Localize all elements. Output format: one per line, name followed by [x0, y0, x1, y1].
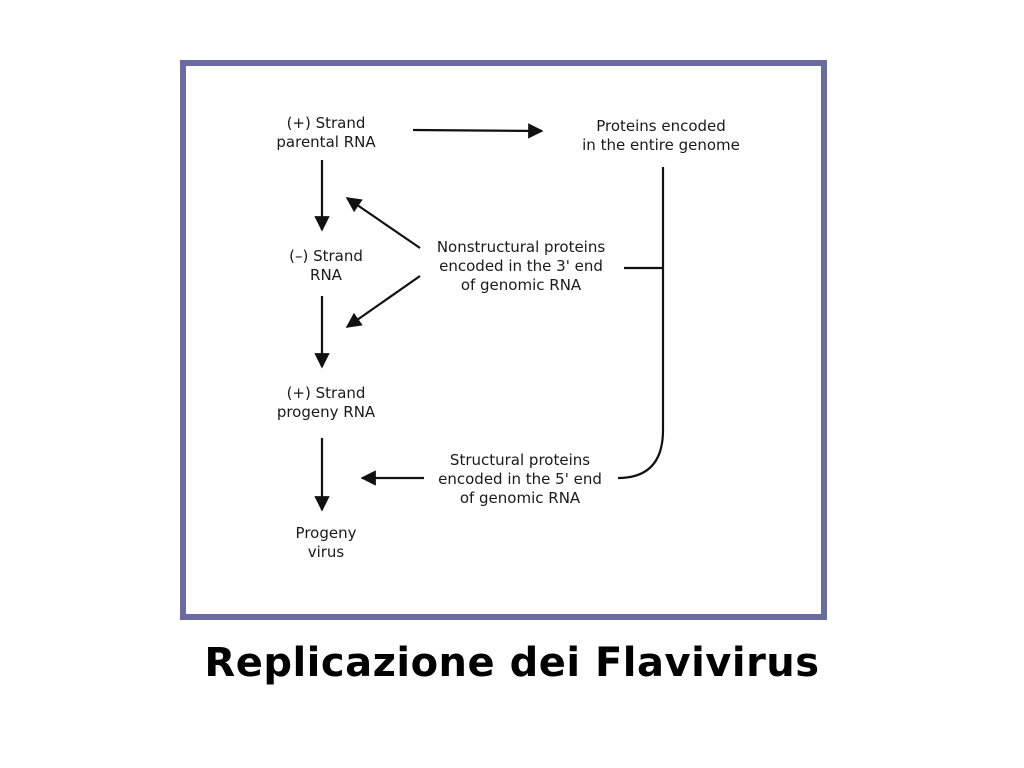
- diagram-frame: [180, 60, 827, 620]
- node-line: encoded in the 3' end: [439, 257, 603, 275]
- node-line: RNA: [310, 266, 342, 284]
- arrow-parental-to-proteins: [412, 123, 544, 139]
- node-line: encoded in the 5' end: [438, 470, 602, 488]
- node-line: virus: [307, 543, 345, 561]
- node-line: (+) Strand: [286, 384, 366, 402]
- node-line: Nonstructural proteins: [436, 238, 606, 256]
- node-line: Proteins encoded: [596, 117, 726, 135]
- node-line: Progeny: [295, 524, 357, 542]
- node-progeny-virus: Progeny virus: [296, 524, 357, 562]
- node-plus-strand-progeny: (+) Strand progeny RNA: [277, 384, 375, 422]
- node-proteins-entire-genome: Proteins encoded in the entire genome: [582, 117, 740, 155]
- genome-bracket-line: [617, 167, 665, 480]
- slide-title: Replicazione dei Flavivirus: [204, 640, 820, 686]
- node-structural-proteins: Structural proteins encoded in the 5' en…: [438, 451, 602, 508]
- arrow-nonstructural-to-parental-step: [345, 197, 421, 249]
- node-line: of genomic RNA: [460, 276, 582, 294]
- node-line: (+) Strand: [286, 114, 366, 132]
- node-nonstructural-proteins: Nonstructural proteins encoded in the 3'…: [437, 238, 605, 295]
- node-line: (–) Strand: [289, 247, 363, 265]
- arrow-nonstructural-to-minus-step: [345, 275, 421, 328]
- node-line: Structural proteins: [449, 451, 591, 469]
- node-line: in the entire genome: [582, 136, 740, 154]
- node-line: of genomic RNA: [459, 489, 581, 507]
- node-minus-strand: (–) Strand RNA: [289, 247, 363, 285]
- node-line: parental RNA: [276, 133, 376, 151]
- node-line: progeny RNA: [276, 403, 376, 421]
- node-plus-strand-parental: (+) Strand parental RNA: [276, 114, 375, 152]
